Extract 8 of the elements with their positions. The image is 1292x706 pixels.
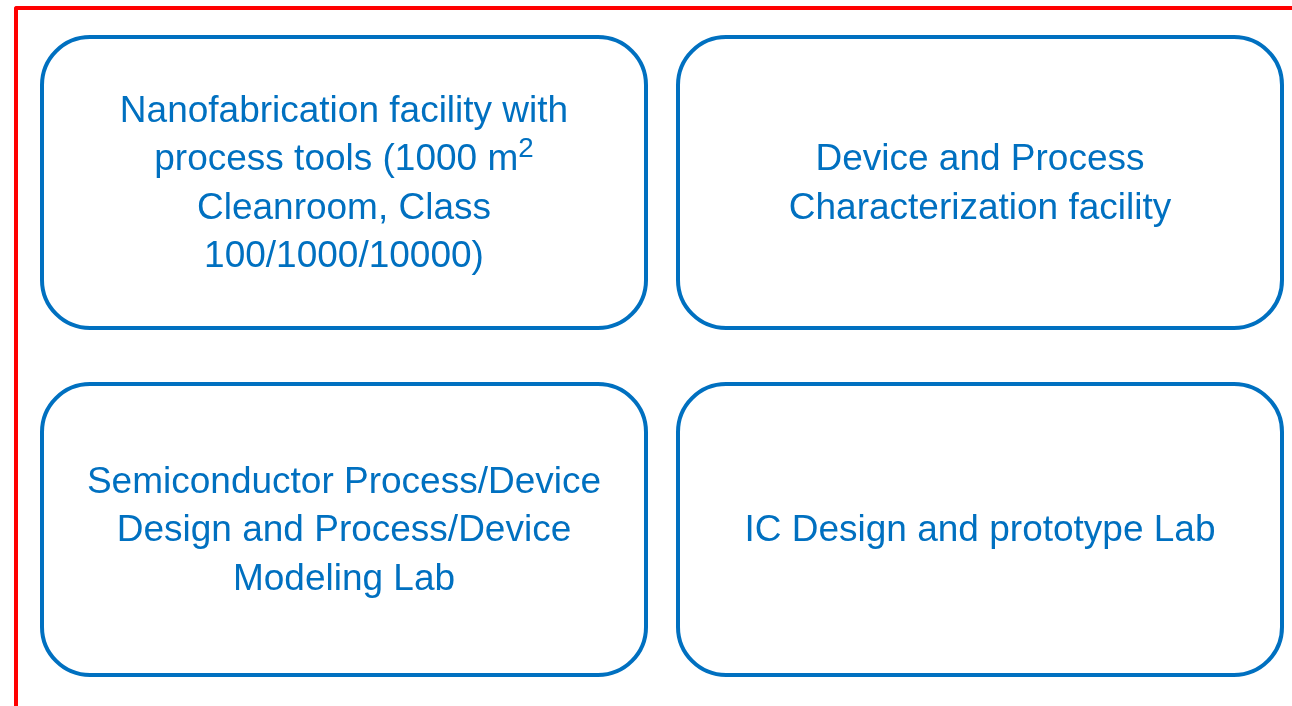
rounded-box (676, 382, 1284, 677)
box-text: Device and Process Characterization facility (787, 136, 1173, 229)
rounded-box (40, 382, 648, 677)
rounded-box (676, 35, 1284, 330)
box-text: Semiconductor Process/Device Design and Process/Device Modeling Lab (85, 459, 603, 600)
box-text: Nanofabrication facility with process tools (1000 m$^{2}$ Cleanroom, Class 100/1000/10000) (118, 88, 570, 277)
rounded-box (40, 35, 648, 330)
box-text: IC Design and prototype Lab (744, 507, 1216, 552)
